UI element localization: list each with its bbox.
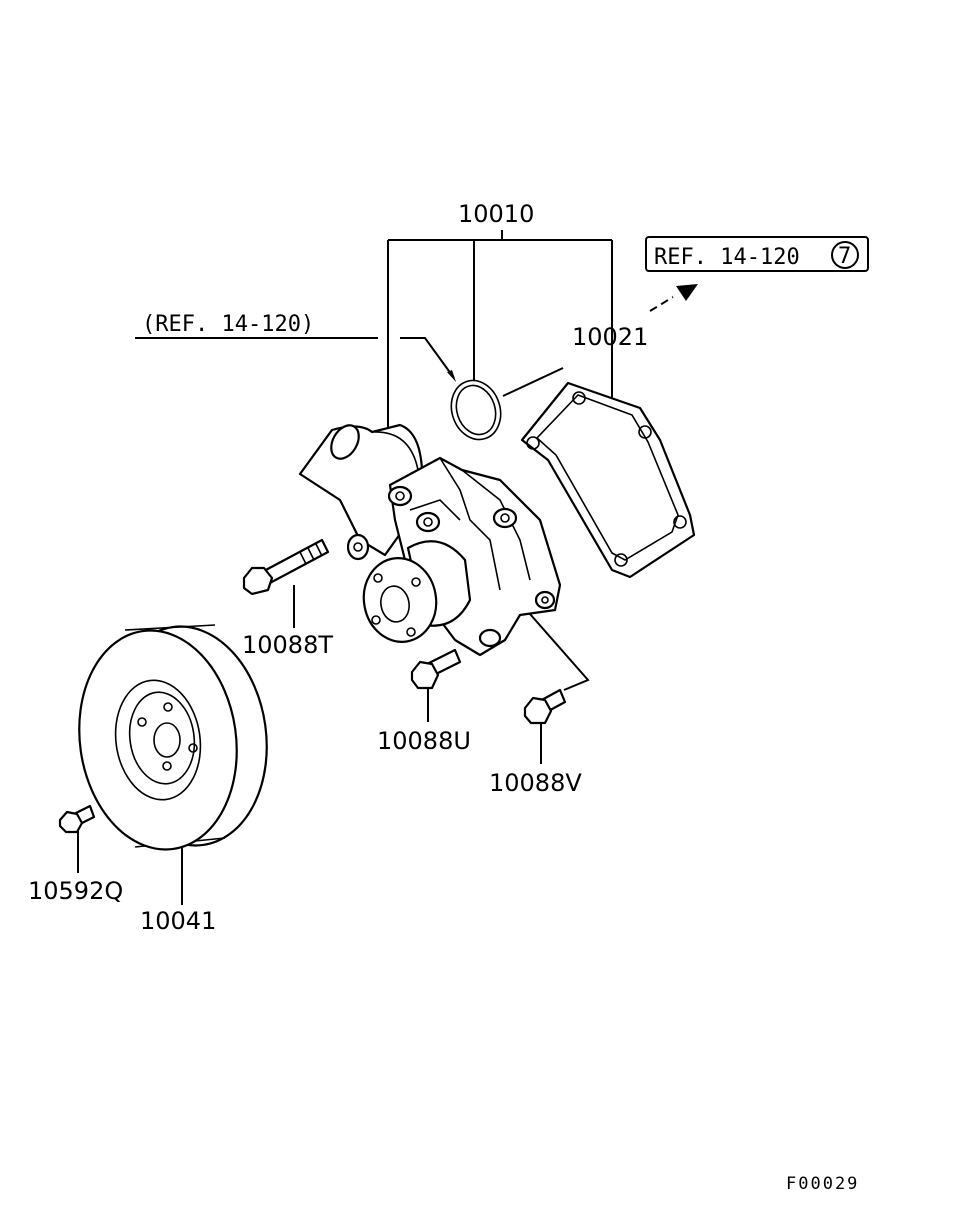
leader-lines (77, 230, 698, 905)
ref-gasket-box (645, 236, 869, 272)
label-10041: 10041 (140, 907, 216, 935)
label-10021: 10021 (572, 323, 648, 351)
label-10088t: 10088T (242, 631, 333, 659)
label-10088v: 10088V (489, 769, 582, 797)
label-10592q: 10592Q (28, 877, 123, 905)
figure-code: F00029 (786, 1174, 859, 1194)
water-pump-body (298, 423, 562, 657)
ref-circle-number: 7 (838, 244, 851, 269)
label-10088u: 10088U (377, 727, 471, 755)
ref-circle (831, 241, 859, 269)
gasket (520, 381, 696, 579)
bolt-10088u (410, 648, 462, 690)
ref-o-ring: (REF. 14-120) (142, 312, 314, 337)
bolt-10088t (242, 538, 330, 596)
bolt-10592q (58, 804, 96, 834)
pulley (78, 624, 268, 851)
label-10010: 10010 (458, 200, 534, 228)
bolt-10088v (523, 688, 567, 725)
ref-gasket: REF. 14-120 (654, 245, 800, 270)
reference-labels: (REF. 14-120) REF. 14-120 7 (142, 236, 869, 337)
part-labels: 10010 10021 10088T 10088U 10088V 10592Q … (28, 200, 648, 935)
o-ring (450, 379, 502, 441)
